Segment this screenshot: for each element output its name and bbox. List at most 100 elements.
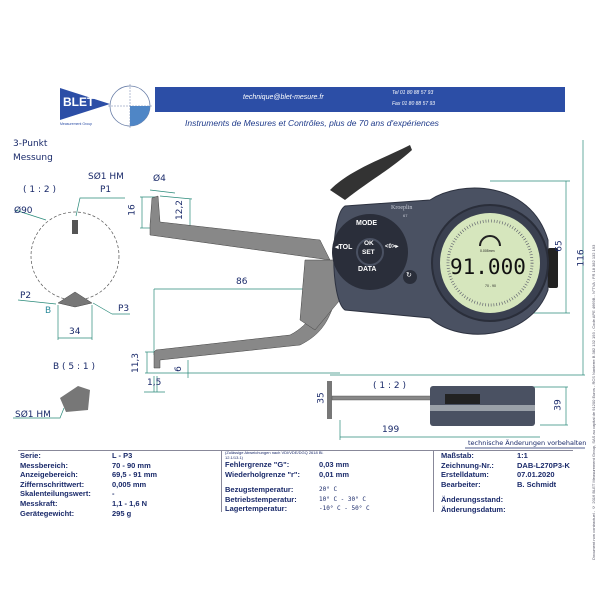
resolution-readout: 0.005mm [480, 249, 495, 253]
logo-graphic [60, 84, 153, 128]
spec-value: 1,1 - 1,6 N [112, 498, 148, 508]
drawing-title-2: Messung [13, 153, 53, 163]
spec-value: - [112, 489, 115, 499]
scale-main: ( 1 : 2 ) [23, 185, 56, 195]
p3-label: P3 [118, 304, 130, 314]
diameter-label: Ø90 [14, 206, 33, 216]
dim-11-3: 11,3 [131, 352, 142, 374]
side-scale: ( 1 : 2 ) [373, 381, 406, 391]
mode-button[interactable]: MODE [356, 220, 377, 227]
spec-label: Ziffernschrittwert: [20, 479, 85, 489]
dim-199: 199 [382, 425, 400, 435]
spec-value: 0,01 mm [319, 469, 350, 479]
spec-value: 10° C - 30° C [319, 495, 366, 503]
technical-drawing [13, 140, 585, 449]
spec-value: 295 g [112, 508, 132, 518]
side-body-window [445, 394, 480, 404]
spec-value: 0,03 mm [319, 460, 350, 469]
tol-button[interactable]: ◂TOL [335, 244, 353, 251]
tel-text: Tel 01 80 88 57 93 [392, 90, 434, 96]
drawing-title-1: 3-Punkt [13, 139, 48, 149]
spec-label: Zeichnung-Nr.: [441, 460, 494, 470]
dim-39: 39 [553, 399, 564, 411]
contact-banner: technique@blet-mesure.fr Tel 01 80 88 57… [155, 87, 565, 112]
spec-value: L - P3 [112, 451, 133, 460]
side-arm [331, 395, 433, 401]
spec-value: 69,5 - 91 mm [112, 470, 158, 480]
set-button[interactable]: SET [362, 249, 375, 256]
keypad-center [356, 238, 384, 266]
side-button [548, 248, 558, 288]
logo-subtext: Measurement Group [60, 122, 93, 126]
probe-p2-p3 [57, 291, 93, 308]
spec-label: Fehlergrenze "G": [225, 460, 290, 469]
changes-note: technische Änderungen vorbehalten [468, 439, 587, 447]
dim-86: 86 [236, 277, 248, 287]
spec-label: Betriebstemperatur: [225, 494, 297, 504]
p2-label: P2 [20, 291, 32, 301]
specs-mid-labels: Fehlergrenze "G":Wiederholgrenze "r": Bez… [225, 460, 319, 514]
lcd-arc-icon [479, 235, 501, 247]
dim-1-5: 1,5 [147, 378, 162, 388]
spec-label: Änderungsdatum: [441, 504, 506, 514]
spec-label: Änderungsstand: [441, 495, 504, 505]
spec-label: Messkraft: [20, 498, 58, 508]
spec-value: 0,005 mm [112, 479, 147, 489]
spec-label: Anzeigebereich: [20, 470, 78, 480]
detail-tip-label: SØ1 HM [15, 410, 51, 420]
spec-label: Lagertemperatur: [225, 504, 288, 514]
spec-label: Wiederholgrenze "r": [225, 469, 300, 479]
ok-button[interactable]: OK [364, 240, 374, 247]
p1-label: P1 [100, 185, 112, 195]
spec-value: 20° C [319, 486, 338, 494]
spec-value: 1:1 [517, 451, 528, 460]
b-marker: B [45, 306, 52, 316]
spec-value: 07.01.2020 [517, 470, 555, 480]
display-value: 91.000 [450, 255, 526, 279]
dim-65: 65 [554, 240, 565, 252]
dim-35: 35 [316, 392, 327, 404]
title-block [18, 450, 573, 451]
spec-label: Serie: [20, 451, 41, 460]
model-label: 67 [403, 213, 408, 218]
fax-text: Fax 01 80 88 57 93 [392, 101, 436, 107]
lcd-scale [446, 219, 534, 307]
power-icon[interactable]: ↻ [406, 272, 412, 279]
side-anvil [327, 381, 332, 419]
email-link[interactable]: technique@blet-mesure.fr [243, 94, 324, 101]
range-readout: 70 - 90 [485, 284, 496, 288]
spec-label: Bezugstemperatur: [225, 485, 294, 495]
dim-16: 16 [127, 204, 138, 216]
lcd-display [440, 213, 540, 313]
specs-right-labels: Maßstab:Zeichnung-Nr.:Erstelldatum:Bearb… [441, 451, 517, 515]
side-body-band [430, 405, 535, 411]
spec-label: Skalenteilungswert: [20, 489, 91, 499]
spec-value: 70 - 90 mm [112, 460, 151, 470]
measuring-circle [30, 211, 120, 301]
spec-value: -10° C - 50° C [319, 505, 370, 513]
dim-116: 116 [576, 249, 587, 267]
spec-value: B. Schmidt [517, 479, 557, 489]
blet-logo: BLET Measurement Group [58, 82, 153, 132]
dim-12-2: 12,2 [175, 199, 186, 221]
power-button-bg [403, 270, 417, 284]
title-block-divider-1 [221, 450, 222, 512]
title-block-divider-2 [433, 450, 434, 512]
brand-label: Kroeplin [391, 205, 413, 211]
data-button[interactable]: DATA [358, 266, 377, 273]
spec-label: Gerätegewicht: [20, 508, 75, 518]
probe-p1 [72, 220, 78, 234]
detail-b-shape [60, 386, 90, 412]
legal-notice: Document non contractuel - © 2016 BLET M… [591, 244, 596, 560]
detail-label: B ( 5 : 1 ) [53, 362, 95, 372]
dim-34: 34 [69, 327, 81, 337]
norm-note: (Zulässige Abweichungen nach VDI/VDE/DGQ… [225, 450, 324, 460]
dim-6: 6 [173, 366, 184, 372]
tip-label: SØ1 HM [88, 172, 124, 182]
spec-label: Maßstab: [441, 451, 474, 460]
zero-button[interactable]: <0>▸ [385, 244, 399, 250]
specs-mid: (Zulässige Abweichungen nach VDI/VDE/DGQ… [225, 450, 370, 514]
